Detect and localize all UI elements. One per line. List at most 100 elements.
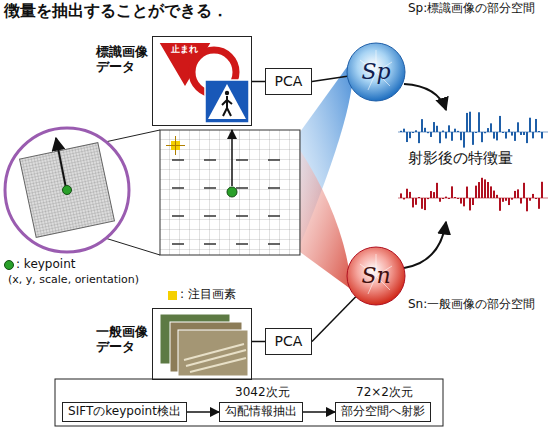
node-text: SIFTのkeypoint検出 [68,405,181,419]
subspace-circle: Sp:標識画像の部分空間Sp [346,42,406,102]
feature-bar [442,131,444,132]
gradient-dash [236,187,248,189]
photo-detail [184,344,246,372]
feature-bar [508,198,510,205]
gradient-dash [204,187,216,189]
feature-bar [499,198,501,211]
feature-bar [502,132,504,133]
feature-bar [439,198,441,202]
feature-bar [535,119,537,132]
connector [312,297,356,342]
circle-shape [347,247,405,305]
process-box: 3042次元勾配情報抽出 [219,402,303,422]
feature-bar [514,132,516,141]
feature-bar [490,123,492,132]
feature-bar [433,192,435,198]
feature-bar [496,132,498,140]
general-image-set: 一般画像 データ [152,308,252,380]
feature-bar [430,191,432,198]
feature-bar [457,131,459,132]
gradient-dash [236,159,248,161]
gradient-dash [204,243,216,245]
feature-bar [406,132,408,142]
feature-bar [538,131,540,132]
feature-bar [415,130,417,132]
node-heading: 72×2次元 [356,386,413,400]
subspace-rays [360,50,392,90]
pedestrian-figure [222,96,232,116]
feature-bar [412,132,414,133]
feature-bar [478,182,480,198]
connector [312,76,347,81]
feature-bar [532,132,534,138]
curved-arrow [404,84,446,110]
feature-bar [469,198,471,210]
connector [252,341,265,343]
feature-bar [451,186,453,198]
feature-bar [487,182,489,198]
magnifier-circle [5,128,129,252]
feature-bar [487,128,489,132]
feature-bar [475,186,477,198]
feature-bar [427,198,429,199]
node-text: Sn [361,263,390,288]
keypoint-dot [63,186,72,195]
gradient-dash [268,215,280,217]
annotation-label: 射影後の特徴量 [408,150,513,167]
node-heading: 標識画像 データ [96,45,152,75]
feature-bar [430,132,432,137]
feature-bar [538,198,540,209]
feature-bar [406,189,408,198]
feature-bar [541,132,543,138]
gradient-dash [268,159,280,161]
feature-bar [502,198,504,202]
feature-bar [415,198,417,205]
keypoint-patch [20,143,115,238]
gradient-dash [172,187,184,189]
subspace-circle: SnSn:一般画像の部分空間 [346,246,406,306]
gradient-dash [172,215,184,217]
feature-bar [418,197,420,198]
feature-bar [409,132,411,138]
feature-bar [529,198,531,201]
feature-bar [418,132,420,143]
pointer-arrow [231,130,233,186]
feature-bar [541,182,543,198]
feature-bar [400,193,402,198]
feature-bar [481,178,483,198]
node-text: 勾配情報抽出 [225,405,297,419]
circle-shape [347,43,405,101]
annotation-label: : 注目画素 [180,288,236,302]
feature-bar [472,132,474,145]
feature-bar [511,132,513,136]
pca-box: PCA [265,328,312,355]
feature-bar [475,132,477,133]
feature-bar [454,197,456,198]
feature-bar [511,198,513,200]
feature-bar [484,132,486,133]
feature-bar [472,198,474,205]
gradient-dash [172,243,184,245]
feature-bar [526,132,528,143]
feature-bar [457,198,459,199]
feature-bar [505,198,507,201]
feature-bar [523,183,525,198]
node-heading: 一般画像 データ [96,325,152,355]
feature-bar [454,129,456,132]
feature-bar [520,132,522,135]
feature-bar [451,132,453,141]
gradient-dash [236,215,248,217]
gradient-dash [268,187,280,189]
annotation-label: : keypoint [16,258,75,272]
pedestrian-head [225,91,229,95]
keypoint-symbol [5,261,14,270]
feature-bar [478,112,480,132]
feature-bar [421,119,423,132]
feature-bar [517,122,519,132]
feature-bar [460,132,462,140]
feature-bar [493,132,495,139]
sign-image-set: 標識画像 データ [152,36,252,126]
feature-bar [412,198,414,207]
